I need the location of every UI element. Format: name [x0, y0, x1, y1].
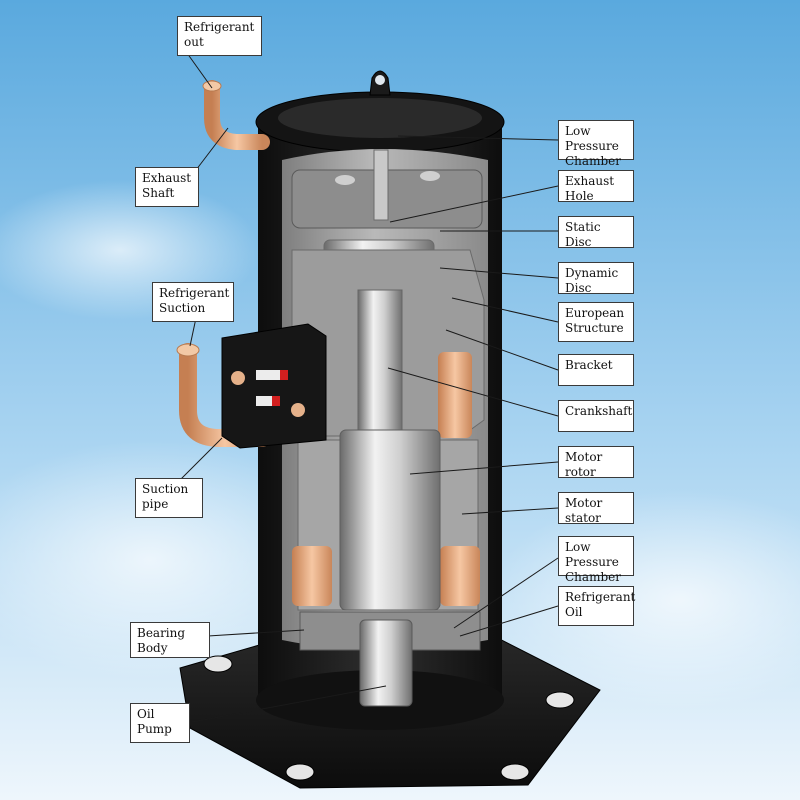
label-refrigerant-out: Refrigerant out — [177, 16, 262, 56]
leader-line-crankshaft — [387, 367, 559, 417]
label-low-pressure-chamber-top: Low Pressure Chamber — [558, 120, 634, 168]
terminal-bolt — [291, 403, 305, 417]
leader-line-european-structure — [451, 297, 559, 323]
leader-line-exhaust-shaft — [195, 127, 229, 171]
label-suction-pipe: Suction pipe — [135, 478, 203, 518]
terminal-pin — [256, 370, 282, 380]
label-dynamic-disc: Dynamic Disc — [558, 262, 634, 295]
leader-line-low-pressure-chamber-top — [397, 135, 559, 141]
label-crankshaft: Crankshaft — [558, 400, 634, 432]
internal-cutaway — [282, 149, 488, 707]
leader-line-motor-stator — [461, 507, 559, 515]
label-refrigerant-oil: Refrigerant Oil — [558, 586, 635, 626]
refrigerant-suction-opening — [176, 343, 200, 357]
terminal-pin — [256, 396, 274, 406]
stator-winding-copper — [292, 546, 332, 606]
label-motor-stator: Motor stator — [558, 492, 634, 525]
leader-line-oil-pump — [191, 685, 387, 723]
terminal-bolt — [231, 371, 245, 385]
mounting-hole — [545, 691, 575, 709]
motor-rotor — [339, 429, 441, 611]
lifting-ring — [369, 70, 391, 96]
mounting-hole — [500, 763, 530, 781]
leader-line-refrigerant-oil — [459, 605, 559, 637]
terminal-pin-red — [280, 370, 288, 380]
leader-line-refrigerant-suction — [189, 317, 197, 347]
exhaust-hole — [373, 149, 389, 221]
label-exhaust-shaft: Exhaust Shaft — [135, 167, 199, 207]
suction-pipe — [179, 343, 271, 447]
terminal-pin-red — [272, 396, 280, 406]
stator-winding-copper — [438, 352, 472, 438]
label-european-structure: European Structure — [558, 302, 634, 342]
leader-lines — [179, 45, 559, 723]
exhaust-shaft-pipe — [204, 80, 270, 150]
leader-line-bracket — [445, 329, 559, 371]
label-oil-pump: Oil Pump — [130, 703, 190, 743]
low-pressure-chamber-top — [278, 98, 482, 138]
refrigerant-out-opening — [202, 80, 222, 92]
stator-winding-copper — [440, 546, 480, 606]
leader-line-exhaust-hole — [389, 185, 559, 223]
leader-line-low-pressure-chamber-bottom — [453, 557, 559, 629]
label-static-disc: Static Disc — [558, 216, 634, 249]
leader-line-motor-rotor — [409, 461, 559, 475]
terminal-box — [221, 323, 327, 449]
label-refrigerant-suction: Refrigerant Suction — [152, 282, 234, 322]
label-bracket: Bracket — [558, 354, 634, 386]
leader-line-bearing-body — [207, 629, 305, 637]
leader-line-dynamic-disc — [439, 267, 559, 279]
label-low-pressure-chamber-bottom: Low Pressure Chamber — [558, 536, 634, 584]
label-motor-rotor: Motor rotor — [558, 446, 634, 479]
label-bearing-body: Bearing Body — [130, 622, 210, 658]
mounting-hole — [285, 763, 315, 781]
leader-line-suction-pipe — [179, 437, 223, 481]
label-exhaust-hole: Exhaust Hole — [558, 170, 634, 203]
mounting-hole — [203, 655, 233, 673]
oil-pump — [359, 619, 413, 707]
